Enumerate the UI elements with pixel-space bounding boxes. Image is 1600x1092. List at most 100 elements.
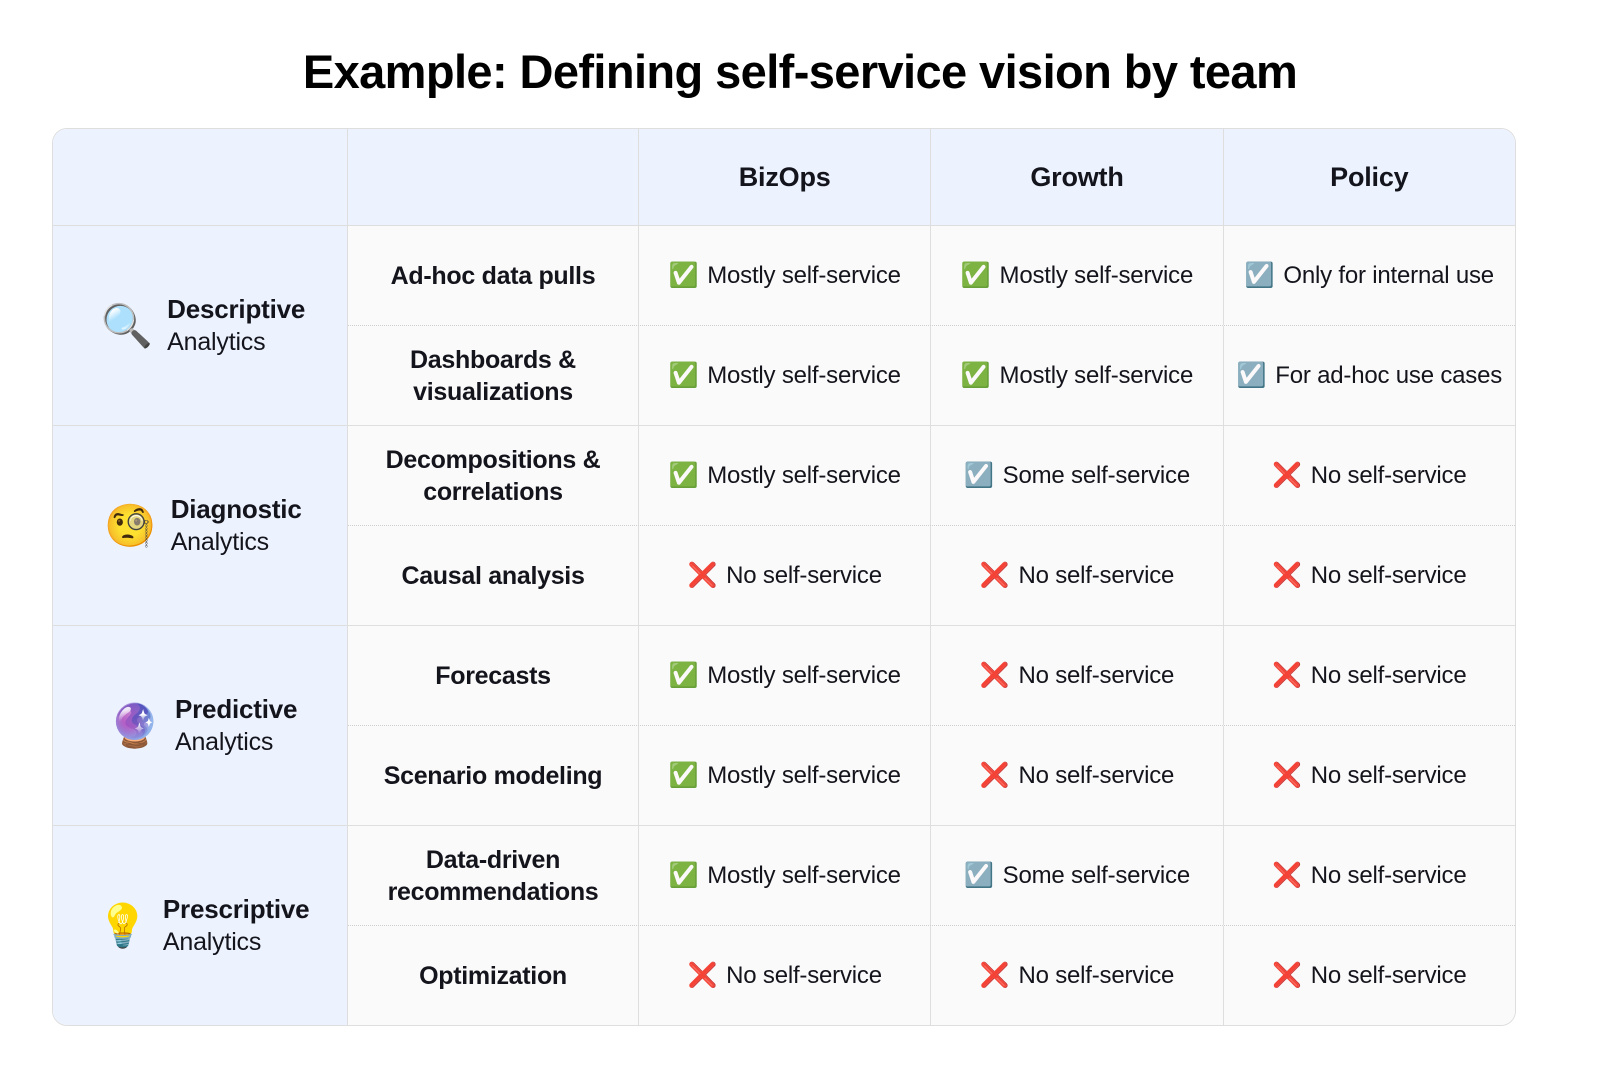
column-divider bbox=[930, 926, 932, 1025]
category-name: Prescriptive bbox=[162, 893, 310, 924]
status-cell: ❌No self-service bbox=[1223, 726, 1515, 825]
page-title: Example: Defining self-service vision by… bbox=[302, 45, 1298, 98]
column-divider bbox=[930, 326, 932, 425]
status-cell: ✅Mostly self-service bbox=[639, 226, 931, 325]
cross-red-icon: ❌ bbox=[1272, 661, 1302, 689]
column-divider bbox=[638, 926, 639, 1025]
status-label: No self-service bbox=[1310, 661, 1467, 689]
cross-red-icon: ❌ bbox=[687, 961, 718, 989]
status-label: Mostly self-service bbox=[707, 861, 901, 889]
column-divider bbox=[1222, 926, 1224, 1025]
category-subtitle: Analytics bbox=[167, 328, 266, 357]
status-cell: ✅ Mostly self-service bbox=[639, 826, 931, 925]
status-label: Mostly self-service bbox=[999, 361, 1194, 389]
header-cell-growth: Growth bbox=[931, 129, 1223, 225]
task-name-cell: Causal analysis bbox=[348, 526, 638, 625]
column-divider bbox=[930, 826, 932, 925]
table-row: Optimization ❌ No self-service ❌ No self-ser… bbox=[348, 925, 1515, 1025]
column-divider bbox=[1222, 526, 1224, 625]
check-green-icon: ✅ bbox=[668, 361, 699, 389]
check-green-icon: ✅ bbox=[960, 361, 991, 389]
column-divider bbox=[930, 129, 932, 225]
status-cell: ❌ No self-service bbox=[931, 526, 1223, 625]
column-divider bbox=[1222, 826, 1224, 925]
task-name-cell: Dashboards & visualizations bbox=[348, 326, 638, 425]
check-green-icon: ✅ bbox=[668, 861, 699, 889]
table-row: Forecasts✅Mostly self-service❌No self-se… bbox=[348, 626, 1515, 725]
column-divider bbox=[638, 826, 639, 925]
category-name: Predictive bbox=[175, 693, 298, 724]
status-label: Some self-service bbox=[1002, 861, 1191, 889]
status-cell: ✅ Mostly self-service bbox=[931, 326, 1223, 425]
category-name: Diagnostic bbox=[170, 493, 302, 524]
column-divider bbox=[1222, 129, 1224, 225]
category-name: Descriptive bbox=[167, 293, 306, 324]
status-label: Mostly self-service bbox=[707, 261, 901, 289]
check-gray-icon: ☑️ bbox=[1236, 361, 1267, 389]
column-divider bbox=[930, 226, 932, 325]
status-label: Mostly self-service bbox=[707, 761, 901, 789]
column-divider bbox=[347, 226, 348, 425]
cross-red-icon: ❌ bbox=[1272, 461, 1302, 489]
status-cell: ✅Mostly self-service bbox=[639, 626, 931, 725]
status-cell: ❌No self-service bbox=[1223, 826, 1515, 925]
status-label: No self-service bbox=[1310, 461, 1467, 489]
status-cell: ❌No self-service bbox=[639, 526, 931, 625]
category-subtitle: Analytics bbox=[175, 728, 274, 757]
column-divider bbox=[347, 826, 348, 1025]
status-label: No self-service bbox=[726, 961, 882, 989]
header-cell-task-blank bbox=[348, 129, 638, 225]
status-label: No self-service bbox=[1018, 961, 1175, 989]
check-gray-icon: ☑️ bbox=[963, 861, 994, 889]
status-cell: ❌ No self-service bbox=[931, 926, 1223, 1025]
status-label: No self-service bbox=[1310, 761, 1467, 789]
column-divider bbox=[347, 129, 348, 225]
status-label: Mostly self-service bbox=[999, 261, 1194, 289]
column-divider bbox=[638, 426, 639, 525]
magnifying-glass-icon: 🔍 bbox=[100, 301, 154, 349]
task-name-cell: Optimization bbox=[348, 926, 638, 1025]
table-row: Decompositions & correlations✅Mostly sel… bbox=[348, 426, 1515, 525]
category-subtitle: Analytics bbox=[162, 928, 262, 957]
group-rows: Forecasts✅Mostly self-service❌No self-se… bbox=[348, 626, 1515, 825]
cross-red-icon: ❌ bbox=[979, 761, 1010, 789]
column-divider bbox=[1222, 426, 1224, 525]
check-green-icon: ✅ bbox=[960, 261, 991, 289]
status-label: No self-service bbox=[1018, 661, 1175, 689]
cross-red-icon: ❌ bbox=[979, 561, 1010, 589]
status-cell: ✅Mostly self-service bbox=[639, 426, 931, 525]
table-row: Ad-hoc data pulls✅Mostly self-service✅Mo… bbox=[348, 226, 1515, 325]
column-divider bbox=[347, 426, 348, 625]
task-name-cell: Ad-hoc data pulls bbox=[348, 226, 638, 325]
column-divider bbox=[638, 226, 639, 325]
header-cell-bizops: BizOps bbox=[639, 129, 931, 225]
column-divider bbox=[638, 326, 639, 425]
column-divider bbox=[930, 526, 932, 625]
status-cell: ❌No self-service bbox=[931, 726, 1223, 825]
status-cell: ❌No self-service bbox=[1223, 926, 1515, 1025]
status-label: No self-service bbox=[1018, 561, 1175, 589]
cross-red-icon: ❌ bbox=[979, 961, 1010, 989]
status-cell: ❌ No self-service bbox=[639, 926, 931, 1025]
column-divider bbox=[638, 726, 639, 825]
status-cell: ☑️For ad-hoc use cases bbox=[1223, 326, 1515, 425]
task-name-cell: Data-driven recommendations bbox=[348, 826, 638, 925]
header-cell-policy: Policy bbox=[1223, 129, 1515, 225]
status-cell: ☑️Only for internal use bbox=[1223, 226, 1515, 325]
check-green-icon: ✅ bbox=[668, 661, 699, 689]
status-label: No self-service bbox=[1310, 961, 1467, 989]
